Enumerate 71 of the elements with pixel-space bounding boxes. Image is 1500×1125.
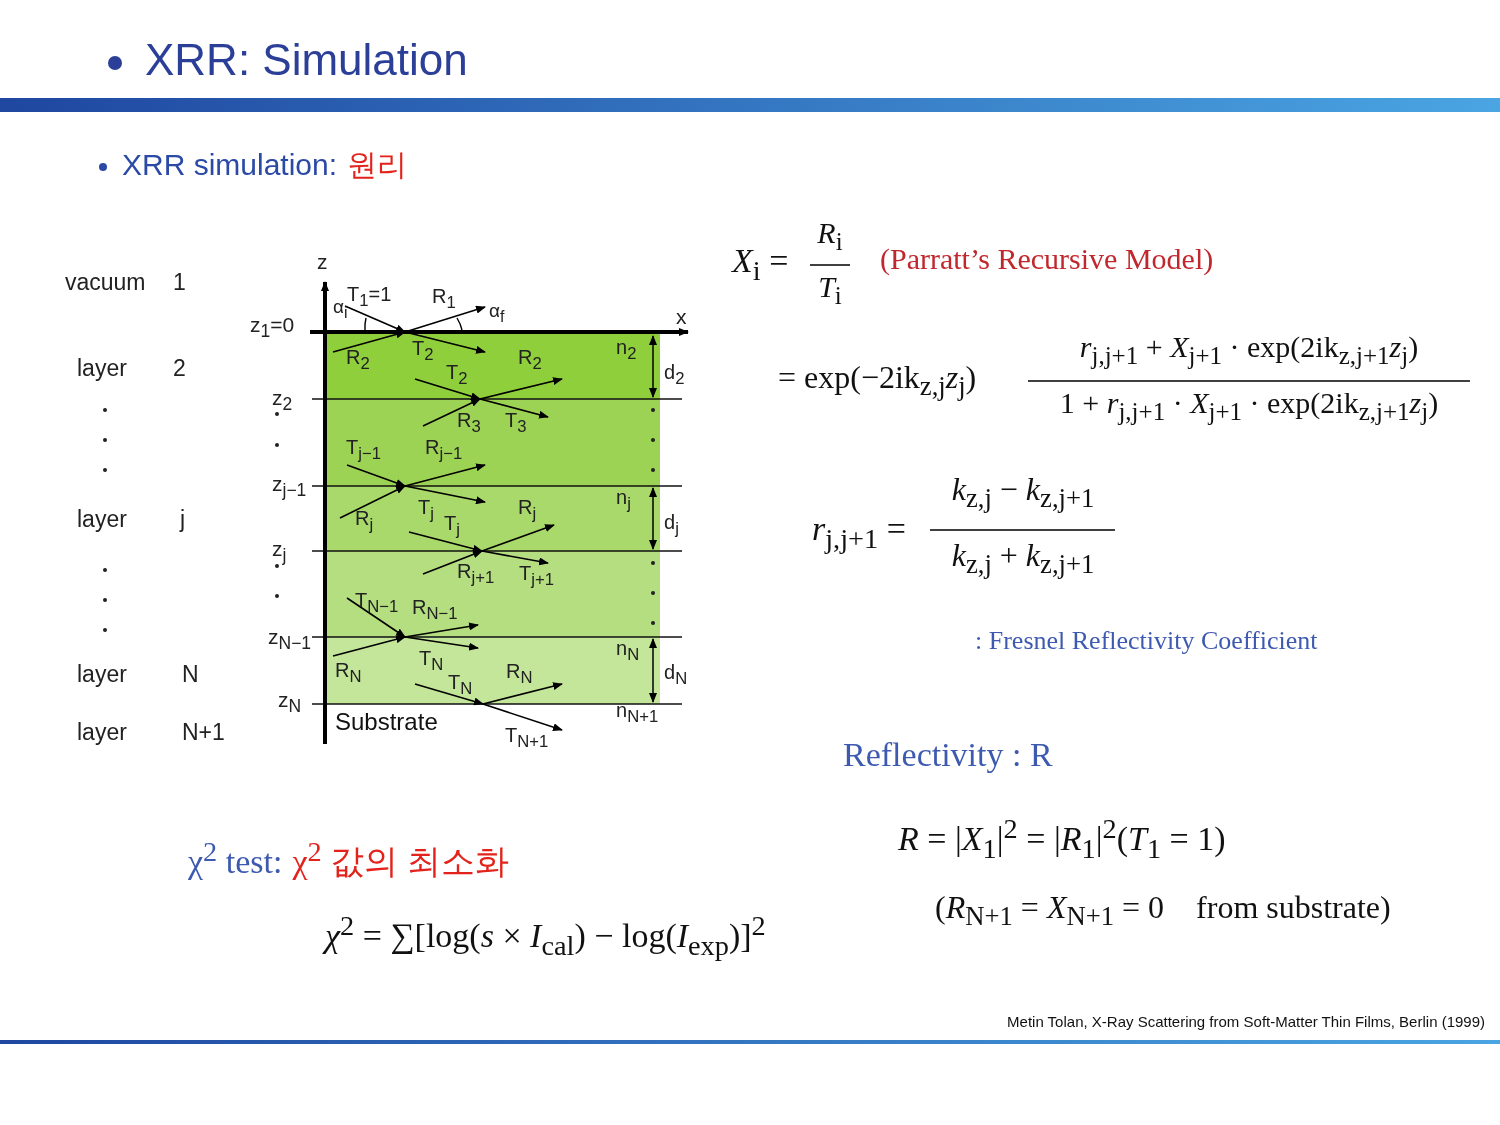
row-label: layer [77,507,127,533]
ray-label: R$_{N}$ [335,659,362,687]
ray-label: R$_{N−1}$ [412,596,458,624]
equation: R = |X$_{1}$|$^{2}$ = |R$_{1}$|$^{2}$(T$_{1}$ = 1) [898,813,1226,865]
refractive-index-label: n$_{j}$ [616,486,631,514]
thickness-label: d$_{2}$ [664,361,685,389]
thickness-label: d$_{j}$ [664,511,679,539]
ray-label: T$_{N}$ [448,671,473,699]
row-label: N [182,662,199,688]
equation: = exp(−2ik$_{z,j}$z$_{j}$) [778,360,977,402]
ray-label: R$_{1}$ [432,285,456,313]
ray-label: R$_{j}$ [355,507,374,535]
ray-label: R$_{N}$ [506,660,533,688]
row-label: j [180,507,186,533]
equation-denominator: 1 + r$_{j,j+1}$ · X$_{j+1}$ · exp(2ik$_{z,j+1}$z$_{j}$) [1059,386,1439,426]
equation-numerator: R$_{i}$ [817,216,843,256]
row-label: N+1 [182,720,225,746]
citation-text: Metin Tolan, X-Ray Scattering from Soft-Matter Thin Films, Berlin (1999) [1007,1014,1485,1031]
slide-title: XRR: Simulation [145,36,468,85]
row-label: 1 [173,270,186,296]
axis-label: x [676,305,687,329]
thickness-label: d$_{N}$ [664,661,688,689]
equation-denominator: k$_{z,j}$ + k$_{z,j+1}$ [951,538,1095,580]
section-heading: χ$^{2}$ test: [188,836,283,881]
refractive-index-label: n$_{N}$ [616,637,640,665]
section-heading: χ$^{2}$ 값의 최소화 [292,836,509,881]
ray-label: R$_{2}$ [346,346,370,374]
ray-label: T$_{1}$=1 [347,283,392,311]
ray-label: T$_{j+1}$ [519,562,554,590]
row-label: layer [77,720,127,746]
equation: (R$_{N+1}$ = X$_{N+1}$ = 0 from substrate) [935,890,1391,932]
note-text: : Fresnel Reflectivity Coefficient [975,627,1318,656]
axis-label: z [317,250,328,274]
angle-label: α$_{i}$ [333,297,348,322]
ray-label: R$_{j−1}$ [425,436,463,464]
ray-label: R$_{j}$ [518,496,537,524]
ray-label: T$_{2}$ [412,337,434,365]
interface-label: z$_{1}$=0 [250,313,295,342]
ray-label: T$_{j−1}$ [346,436,381,464]
ray-label: T$_{j}$ [444,512,460,540]
interface-label: z$_{j}$ [272,537,287,566]
angle-label: α$_{f}$ [489,301,505,326]
ray-label: T$_{N+1}$ [505,724,549,752]
row-label: layer [77,662,127,688]
row-label: layer [77,356,127,382]
ray-label: R$_{2}$ [518,346,542,374]
interface-label: z$_{N}$ [278,688,302,717]
model-name-text: (Parratt’s Recursive Model) [880,242,1214,275]
refractive-index-label: n$_{2}$ [616,336,637,364]
equation: r$_{j,j+1}$ = [812,510,906,554]
substrate-label: Substrate [335,709,438,736]
ray-label: R$_{3}$ [457,409,481,437]
ray-label: R$_{j+1}$ [457,560,495,588]
equation: X$_{i}$ = [732,242,789,286]
subtitle-text: XRR simulation: [122,148,338,181]
interface-label: z$_{2}$ [272,386,293,415]
interface-label: z$_{N−1}$ [268,625,312,654]
interface-label: z$_{j−1}$ [272,472,307,501]
refractive-index-label: n$_{N+1}$ [616,699,659,727]
row-label: vacuum [65,270,146,296]
ray-label: T$_{N−1}$ [355,589,399,617]
ray-label: T$_{3}$ [505,409,527,437]
ray-label: T$_{j}$ [418,496,434,524]
row-label: 2 [173,356,186,382]
equation-denominator: T$_{i}$ [818,270,842,310]
ray-label: T$_{2}$ [446,361,468,389]
equation-numerator: r$_{j,j+1}$ + X$_{j+1}$ · exp(2ik$_{z,j+1}$z$_{j}$) [1079,330,1419,370]
section-heading: Reflectivity : R [843,736,1053,774]
subtitle-text: 원리 [347,148,408,181]
equation-numerator: k$_{z,j}$ − k$_{z,j+1}$ [951,472,1095,514]
ray-label: T$_{N}$ [419,647,444,675]
